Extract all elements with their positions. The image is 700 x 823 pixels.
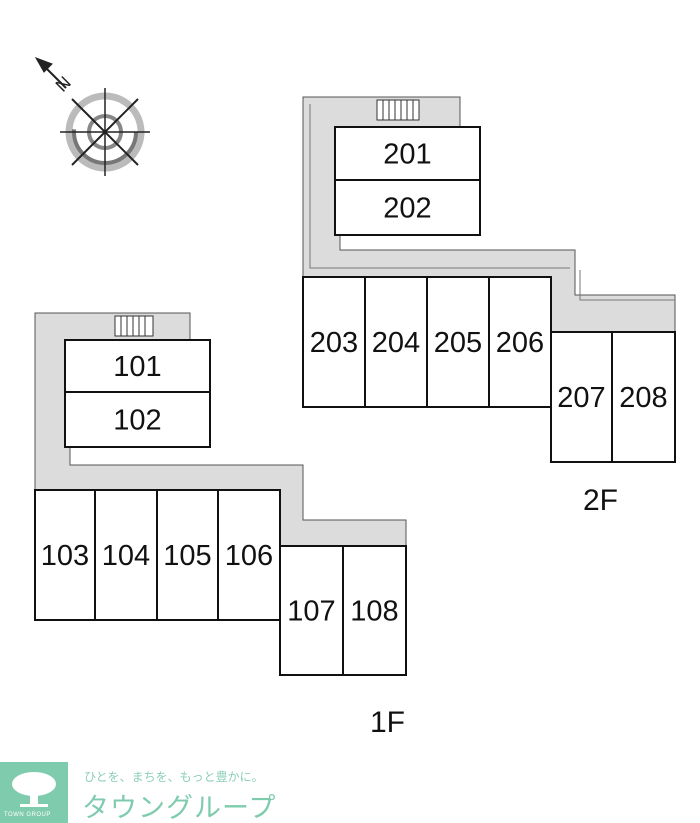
stairs-icon-2f [376, 99, 420, 121]
unit-outline [334, 179, 481, 236]
unit-202: 202 [334, 179, 481, 236]
unit-outline [34, 489, 96, 621]
unit-number: 102 [113, 405, 161, 437]
unit-107: 107 [279, 545, 344, 676]
floor-label-1f: 1F [370, 706, 405, 739]
unit-104: 104 [94, 489, 158, 621]
unit-207: 207 [550, 331, 613, 463]
unit-number: 208 [619, 382, 667, 414]
unit-201: 201 [334, 126, 481, 181]
unit-203: 203 [302, 276, 366, 408]
unit-outline [64, 339, 211, 393]
stairs-icon-1f [114, 315, 154, 337]
unit-outline [426, 276, 490, 408]
unit-number: 207 [557, 382, 605, 414]
unit-outline [611, 331, 676, 463]
unit-101: 101 [64, 339, 211, 393]
tree-icon [12, 772, 56, 807]
unit-number: 205 [434, 327, 482, 359]
town-group-logo: TOWN GROUP [0, 762, 68, 823]
unit-number: 203 [310, 327, 358, 359]
logo-tagline: ひとを、まちを、もっと豊かに。 [84, 770, 264, 784]
unit-number: 104 [102, 540, 150, 572]
unit-outline [334, 126, 481, 181]
unit-102: 102 [64, 391, 211, 448]
unit-outline [550, 331, 613, 463]
unit-number: 107 [287, 596, 335, 628]
logo-brand-en: TOWN GROUP [4, 812, 51, 818]
unit-103: 103 [34, 489, 96, 621]
unit-206: 206 [488, 276, 552, 408]
unit-outline [302, 276, 366, 408]
compass-icon: N [34, 57, 150, 176]
unit-number: 206 [496, 327, 544, 359]
unit-outline [488, 276, 552, 408]
unit-outline [64, 391, 211, 448]
unit-outline [364, 276, 428, 408]
unit-205: 205 [426, 276, 490, 408]
unit-number: 105 [163, 540, 211, 572]
unit-number: 101 [113, 351, 161, 383]
unit-outline [94, 489, 158, 621]
unit-outline [342, 545, 407, 676]
unit-number: 201 [383, 139, 431, 171]
unit-number: 204 [372, 327, 420, 359]
unit-number: 202 [383, 193, 431, 225]
floor-label-2f: 2F [583, 484, 618, 517]
unit-number: 103 [41, 540, 89, 572]
unit-208: 208 [611, 331, 676, 463]
unit-106: 106 [217, 489, 281, 621]
unit-204: 204 [364, 276, 428, 408]
unit-outline [279, 545, 344, 676]
logo-brand: タウングループ [82, 793, 277, 823]
unit-number: 106 [225, 540, 273, 572]
unit-number: 108 [350, 596, 398, 628]
unit-105: 105 [156, 489, 219, 621]
unit-108: 108 [342, 545, 407, 676]
